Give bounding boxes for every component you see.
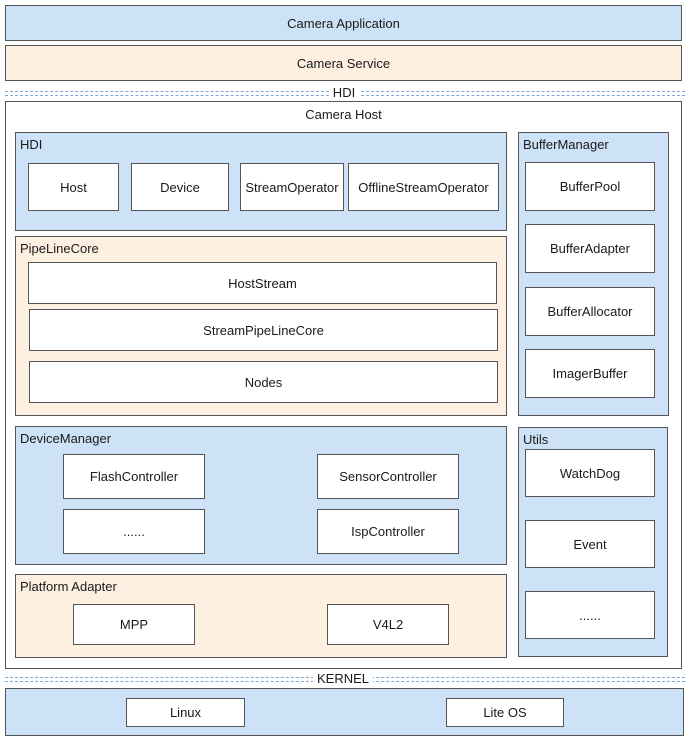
event-label: Event xyxy=(573,536,607,552)
buffer-pool-label: BufferPool xyxy=(559,179,621,194)
hdi-device-label: Device xyxy=(160,179,200,195)
sensor-controller-label: SensorController xyxy=(339,469,437,484)
watchdog-box: WatchDog xyxy=(525,449,655,497)
isp-controller-box: IspController xyxy=(317,509,459,554)
hdi-offline-stream-operator-label: OfflineStreamOperator xyxy=(358,179,489,195)
flash-controller-label: FlashController xyxy=(89,469,179,484)
isp-controller-label: IspController xyxy=(351,524,425,539)
v4l2-label: V4L2 xyxy=(372,617,404,632)
hdi-offline-stream-operator-box: OfflineStreamOperator xyxy=(348,163,499,211)
pipeline-core-title: PipeLineCore xyxy=(20,241,99,256)
utils-ellipsis-label: ...... xyxy=(579,607,601,623)
kernel-divider-label: KERNEL xyxy=(312,672,374,686)
platform-adapter-title: Platform Adapter xyxy=(20,579,117,594)
nodes-label: Nodes xyxy=(244,374,283,390)
imager-buffer-label: ImagerBuffer xyxy=(552,366,628,381)
camera-application-label: Camera Application xyxy=(287,15,400,31)
lite-os-box: Lite OS xyxy=(446,698,564,727)
utils-ellipsis-box: ...... xyxy=(525,591,655,639)
buffer-adapter-label: BufferAdapter xyxy=(550,241,630,256)
linux-label: Linux xyxy=(169,705,202,720)
v4l2-box: V4L2 xyxy=(327,604,449,645)
camera-application-layer: Camera Application xyxy=(5,5,682,41)
host-stream-box: HostStream xyxy=(28,262,497,304)
watchdog-label: WatchDog xyxy=(559,465,621,481)
kernel-layer xyxy=(5,688,684,736)
mpp-box: MPP xyxy=(73,604,195,645)
stream-pipeline-core-box: StreamPipeLineCore xyxy=(29,309,498,351)
sensor-controller-box: SensorController xyxy=(317,454,459,499)
hdi-host-label: Host xyxy=(60,179,87,195)
device-manager-ellipsis-box: ...... xyxy=(63,509,205,554)
buffer-allocator-box: BufferAllocator xyxy=(525,287,655,336)
device-manager-title: DeviceManager xyxy=(20,431,112,446)
stream-pipeline-core-label: StreamPipeLineCore xyxy=(203,322,324,338)
hdi-device-box: Device xyxy=(131,163,229,211)
buffer-adapter-box: BufferAdapter xyxy=(525,224,655,273)
camera-service-label: Camera Service xyxy=(296,55,391,71)
linux-box: Linux xyxy=(126,698,245,727)
camera-host-title: Camera Host xyxy=(305,107,382,122)
flash-controller-box: FlashController xyxy=(63,454,205,499)
buffer-manager-title: BufferManager xyxy=(523,137,609,152)
imager-buffer-box: ImagerBuffer xyxy=(525,349,655,398)
hdi-host-box: Host xyxy=(28,163,119,211)
event-box: Event xyxy=(525,520,655,568)
device-manager-ellipsis-label: ...... xyxy=(123,524,145,539)
buffer-allocator-label: BufferAllocator xyxy=(547,304,633,319)
mpp-label: MPP xyxy=(119,617,149,632)
hdi-stream-operator-label: StreamOperator xyxy=(245,179,339,195)
hdi-divider-label: HDI xyxy=(328,86,360,100)
camera-service-layer: Camera Service xyxy=(5,45,682,81)
hdi-group-title: HDI xyxy=(20,137,43,152)
utils-title: Utils xyxy=(523,432,549,447)
lite-os-label: Lite OS xyxy=(483,705,527,720)
buffer-pool-box: BufferPool xyxy=(525,162,655,211)
hdi-stream-operator-box: StreamOperator xyxy=(240,163,344,211)
host-stream-label: HostStream xyxy=(228,275,297,291)
nodes-box: Nodes xyxy=(29,361,498,403)
